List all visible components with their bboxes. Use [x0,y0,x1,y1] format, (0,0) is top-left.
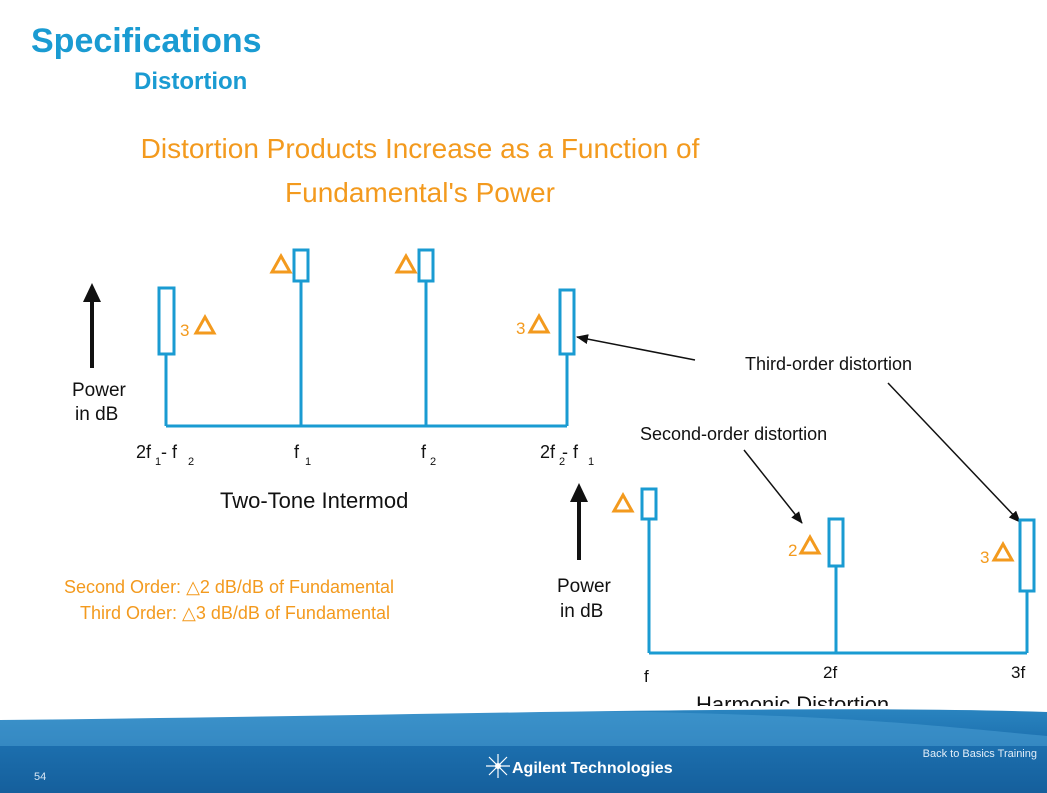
up-arrow-icon-head [83,283,101,302]
harmonic-tick-f: f [644,667,649,686]
two-tone-power-label-2: in dB [75,404,118,425]
page-number: 54 [34,771,47,783]
two-tone-box-f1 [292,248,310,283]
footer-wave [0,706,1047,746]
harmonic-spectrum [640,487,1036,655]
two-tone-tick-f1: f 1 [294,442,311,468]
svg-text:- f: - f [562,442,579,462]
svg-text:1: 1 [155,456,161,468]
harmonic-box-f [640,487,658,521]
harmonic-power-label-2: in dB [560,601,603,622]
harmonic-second-multiplier: 2 [788,541,797,560]
training-label: Back to Basics Training [922,748,1037,760]
svg-text:2: 2 [430,456,436,468]
footer-bar: Agilent Technologies Back to Basics Trai… [0,706,1047,793]
two-tone-tick-2f1-f2: 2f 1 - f 2 [136,442,194,468]
two-tone-box-2f2-f1 [558,288,576,356]
delta-triangle-icon [611,491,635,513]
two-tone-box-2f1-f2 [157,286,176,356]
note-third-order: Third Order: △3 dB/dB of Fundamental [80,603,390,623]
delta-triangle-icon [798,533,822,555]
two-tone-tick-2f2-f1: 2f 2 - f 1 [540,442,594,468]
third-order-arrow-harmonic [887,382,1021,523]
svg-text:- f: - f [161,442,178,462]
svg-text:2: 2 [188,456,194,468]
two-tone-tick-f2: f 2 [421,442,436,468]
page-title: Specifications [31,22,262,60]
up-arrow-icon-head [570,483,588,502]
harmonic-tick-3f: 3f [1011,663,1025,682]
second-order-label: Second-order distortion [640,424,827,444]
agilent-spark-icon [486,754,510,778]
harmonic-box-2f [827,517,845,568]
harmonic-power-label-1: Power [557,576,612,597]
note-second-order: Second Order: △2 dB/dB of Fundamental [64,577,395,597]
delta-triangle-icon [269,252,293,274]
headline-line1: Distortion Products Increase as a Functi… [140,133,700,164]
second-order-arrow [743,449,803,524]
svg-text:2f: 2f [136,442,152,462]
two-tone-title: Two-Tone Intermod [220,488,408,513]
svg-text:f: f [294,442,300,462]
delta-triangle-icon [527,312,551,334]
two-tone-right-multiplier: 3 [516,319,525,338]
delta-triangle-icon [991,540,1015,562]
svg-text:2: 2 [559,456,565,468]
third-order-label: Third-order distortion [745,354,912,374]
delta-triangle-icon [193,313,217,335]
two-tone-box-f2 [417,248,435,283]
two-tone-power-label-1: Power [72,380,127,401]
harmonic-box-3f [1018,518,1036,593]
svg-text:f: f [421,442,427,462]
harmonic-third-multiplier: 3 [980,548,989,567]
page-subtitle: Distortion [134,68,248,95]
headline-line2: Fundamental's Power [285,177,555,208]
svg-text:1: 1 [305,456,311,468]
delta-triangle-icon [394,252,418,274]
third-order-arrow-two-tone [576,334,696,361]
svg-text:1: 1 [588,456,594,468]
harmonic-tick-2f: 2f [823,663,837,682]
svg-text:2f: 2f [540,442,556,462]
two-tone-left-multiplier: 3 [180,321,189,340]
company-name: Agilent Technologies [512,760,673,777]
two-tone-spectrum [157,248,576,428]
